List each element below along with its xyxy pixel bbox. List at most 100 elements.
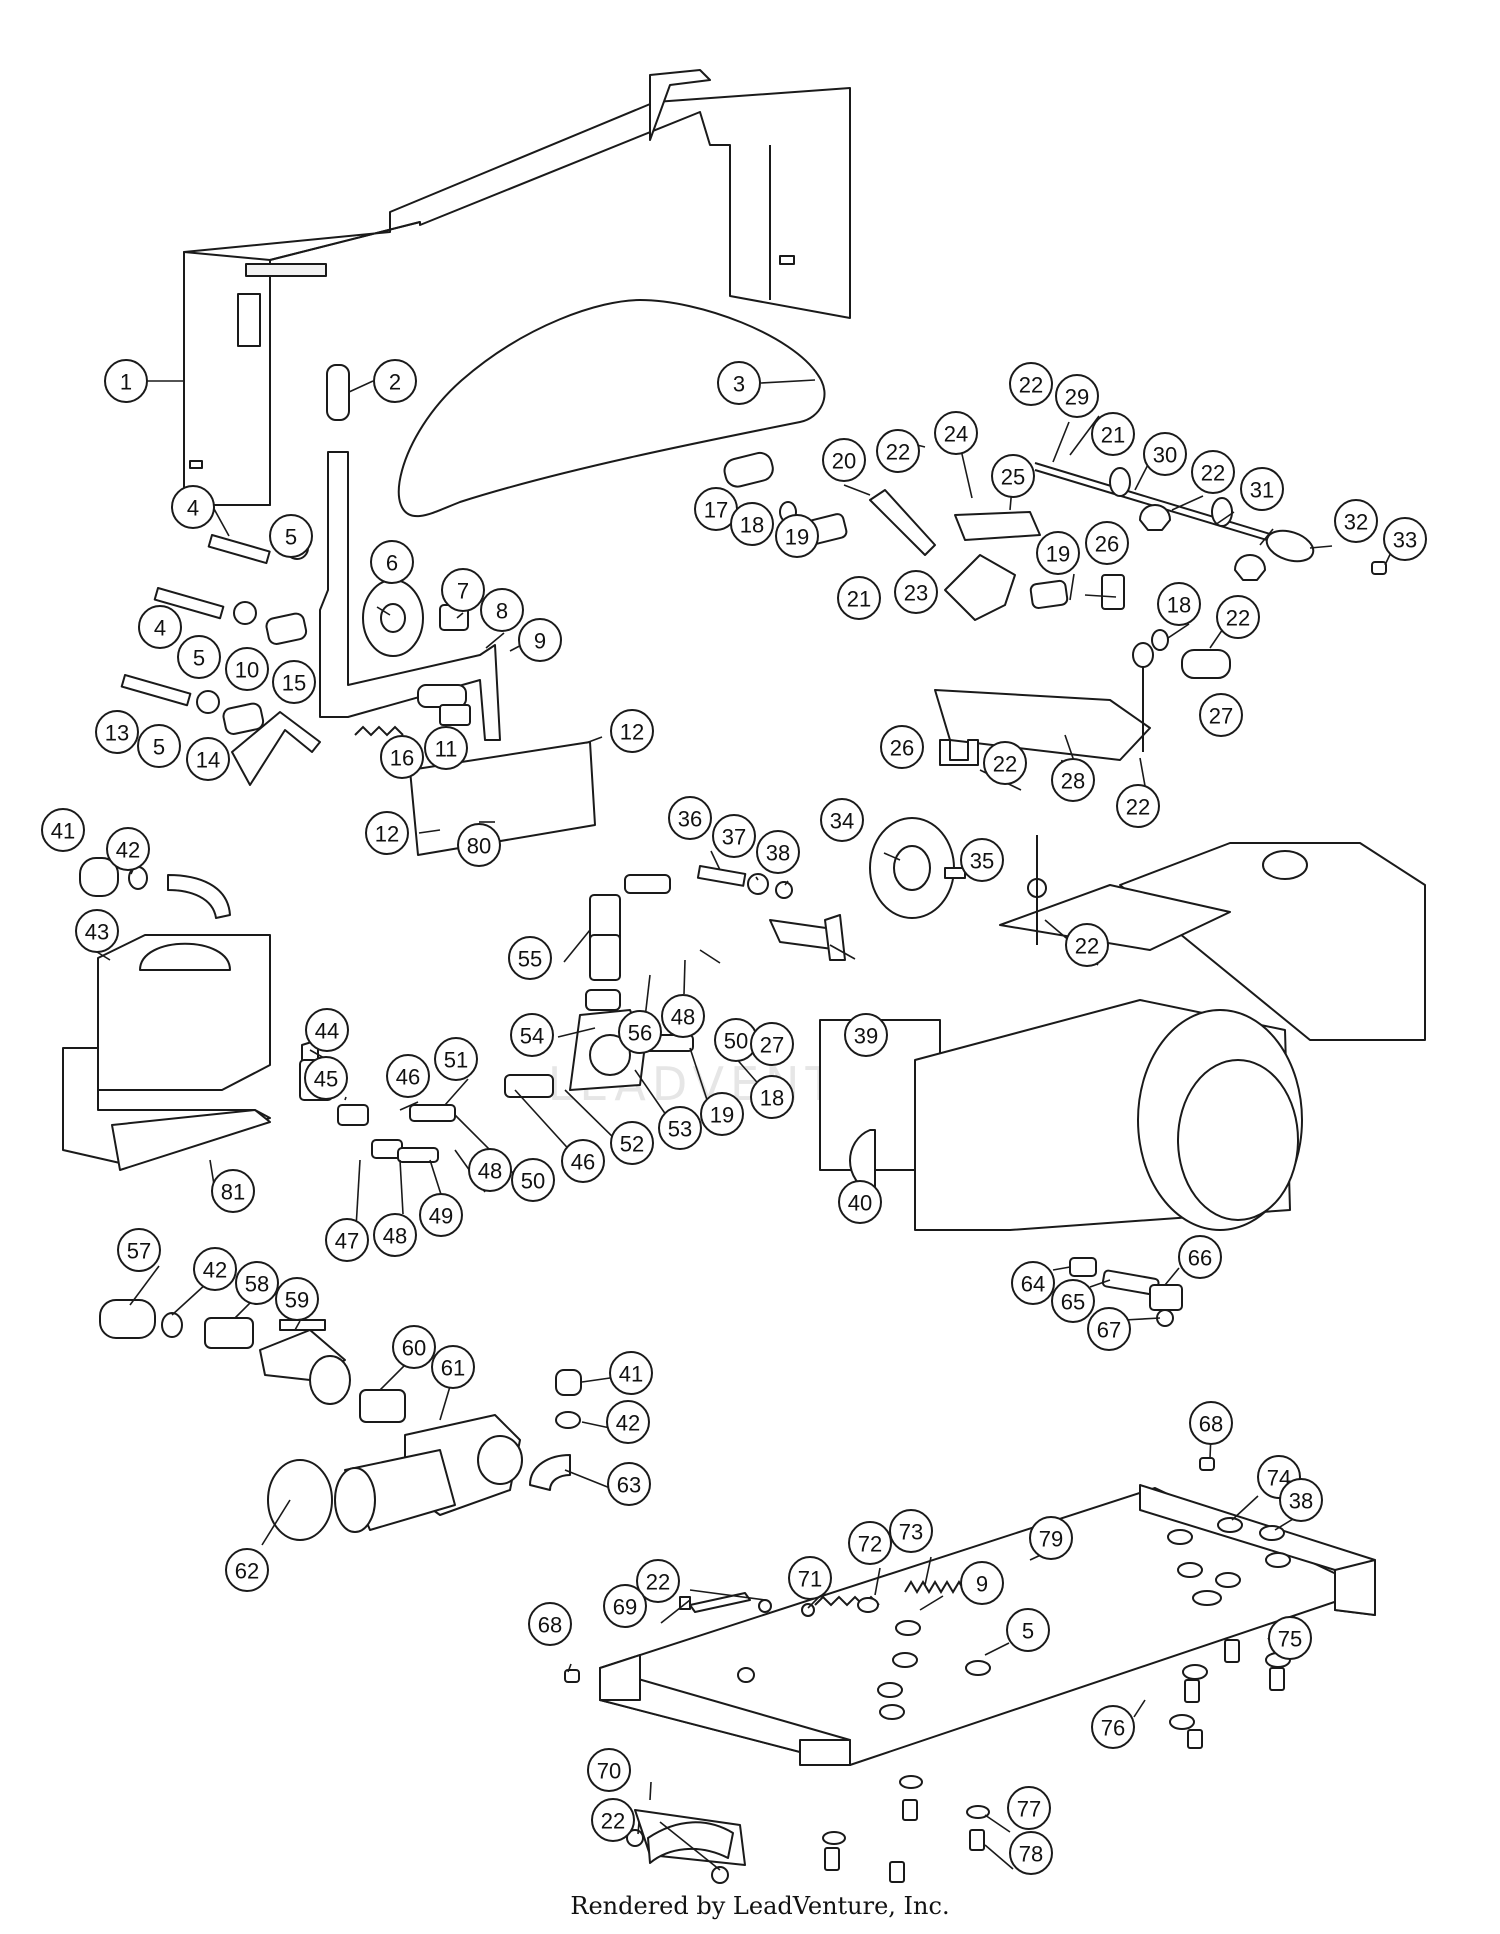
callout-circle [434,1037,478,1081]
callout-number: 77 [1017,1797,1041,1822]
callout-circle [1065,923,1109,967]
bolts-and-washers [120,534,309,735]
callout-number: 40 [848,1191,872,1216]
callout-55: 55 [508,936,552,980]
callout-number: 54 [520,1024,544,1049]
callout-circle [591,1798,635,1842]
callout-54: 54 [510,1013,554,1057]
callout-number: 59 [285,1288,309,1313]
callout-73: 73 [889,1509,933,1553]
callout-62: 62 [225,1548,269,1592]
callout-number: 4 [154,616,166,641]
callout-4: 4 [138,605,182,649]
callout-circle [668,796,712,840]
callout-19: 19 [700,1092,744,1136]
callout-48: 48 [373,1213,417,1257]
callout-68: 68 [528,1602,572,1646]
callout-42: 42 [106,827,150,871]
callout-41: 41 [609,1351,653,1395]
callout-circle [820,798,864,842]
callout-number: 26 [890,736,914,761]
callout-number: 50 [724,1029,748,1054]
callout-31: 31 [1240,467,1284,511]
callout-79: 79 [1029,1516,1073,1560]
callout-4: 4 [171,485,215,529]
callout-number: 21 [1101,423,1125,448]
callout-15: 15 [272,660,316,704]
callout-circle [1279,1478,1323,1522]
callout-number: 62 [235,1559,259,1584]
callout-circle [587,1748,631,1792]
callout-33: 33 [1383,517,1427,561]
callout-17: 17 [694,487,738,531]
callout-circle [561,1139,605,1183]
callout-48: 48 [468,1148,512,1192]
callout-number: 12 [375,822,399,847]
callout-number: 1 [120,370,132,395]
callout-circle [1157,582,1201,626]
callout-circle [518,618,562,662]
callout-number: 8 [496,599,508,624]
callout-circle [610,709,654,753]
callout-number: 19 [1046,542,1070,567]
callout-circle [658,1106,702,1150]
callout-number: 22 [1126,795,1150,820]
callout-58: 58 [235,1261,279,1305]
callout-circle [1116,784,1160,828]
callout-circle [95,710,139,754]
callout-circle [700,1092,744,1136]
callout-number: 49 [429,1204,453,1229]
strainer-part [99,1299,582,1541]
callout-circle [837,576,881,620]
callout-number: 78 [1019,1842,1043,1867]
callout-51: 51 [434,1037,478,1081]
callout-circle [75,909,119,953]
callout-number: 47 [335,1229,359,1254]
chassis-frame-part [599,1484,1376,1866]
callout-22: 22 [983,741,1027,785]
callout-number: 61 [441,1356,465,1381]
callout-number: 53 [668,1117,692,1142]
callout-number: 19 [710,1103,734,1128]
callout-9: 9 [518,618,562,662]
callout-19: 19 [775,514,819,558]
callout-circle [1011,1261,1055,1305]
callout-29: 29 [1055,374,1099,418]
callout-circle [1036,531,1080,575]
callout-circle [370,540,414,584]
callout-2: 2 [373,359,417,403]
callout-3: 3 [717,361,761,405]
callout-number: 28 [1061,769,1085,794]
callout-1: 1 [104,359,148,403]
callout-number: 42 [616,1411,640,1436]
callout-circle [373,1213,417,1257]
engine-part [769,817,1426,1231]
callout-number: 5 [153,735,165,760]
slot-part [326,364,350,421]
callout-number: 42 [203,1258,227,1283]
callout-number: 41 [619,1362,643,1387]
callout-60: 60 [392,1325,436,1369]
callout-20: 20 [822,438,866,482]
callout-number: 73 [899,1520,923,1545]
callout-number: 4 [187,496,199,521]
callout-8: 8 [480,588,524,632]
callout-circle [1029,1516,1073,1560]
callout-26: 26 [1085,521,1129,565]
callout-18: 18 [1157,582,1201,626]
callout-number: 46 [571,1150,595,1175]
callout-circle [775,514,819,558]
callout-9: 9 [960,1561,1004,1605]
callout-circle [991,454,1035,498]
callout-number: 48 [383,1224,407,1249]
callout-number: 66 [1188,1246,1212,1271]
callout-circle [1091,412,1135,456]
callout-circle [960,1561,1004,1605]
callout-number: 15 [282,671,306,696]
callout-circle [610,1121,654,1165]
callout-number: 55 [518,947,542,972]
callout-22: 22 [1009,362,1053,406]
callout-number: 45 [314,1067,338,1092]
callout-number: 9 [534,629,546,654]
